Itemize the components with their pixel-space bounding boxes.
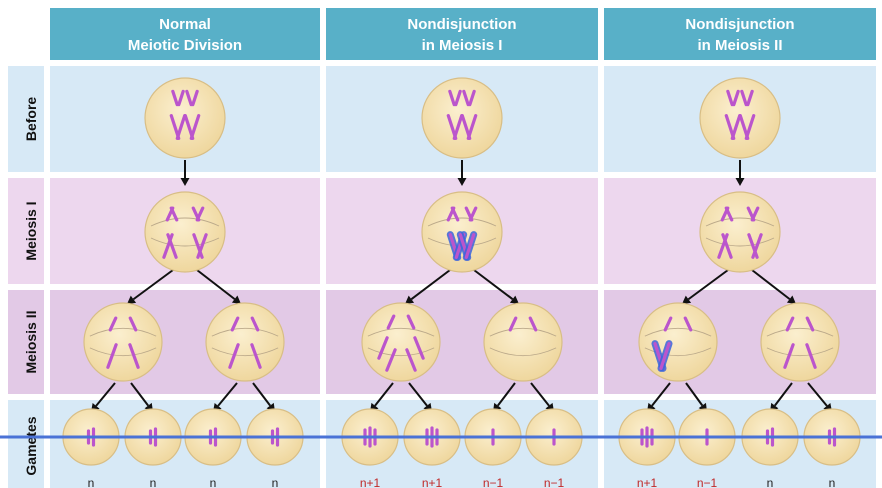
cell-meiosis-2: [638, 302, 718, 382]
ploidy-label: n: [829, 476, 836, 488]
cell-meiosis-2: [361, 302, 441, 382]
arrow: [127, 269, 174, 304]
row-label-gametes: Gametes: [23, 416, 39, 475]
ploidy-label: n: [272, 476, 279, 488]
arrow: [735, 160, 745, 186]
row-label-before: Before: [23, 97, 39, 142]
ploidy-labels-layer: n n n n n+1 n+1 n−1 n−1 n+1 n−1 n n: [88, 476, 836, 488]
cell-before: [421, 77, 503, 159]
ploidy-label: n−1: [697, 476, 718, 488]
cell-meiosis-2: [483, 302, 563, 382]
row-label-meiosis-1: Meiosis I: [23, 201, 39, 260]
cell-meiosis-2: [205, 302, 285, 382]
ploidy-label: n: [150, 476, 157, 488]
arrow: [682, 269, 729, 304]
column-title-line2: in Meiosis I: [422, 37, 503, 54]
column-header-meiosis-2: [604, 8, 876, 60]
cell-meiosis-1: [699, 191, 781, 273]
ploidy-label: n: [210, 476, 217, 488]
ploidy-label: n+1: [422, 476, 443, 488]
row-label-meiosis-2: Meiosis II: [23, 310, 39, 373]
cell-meiosis-1: [144, 191, 226, 273]
cell-meiosis-1: [421, 191, 503, 273]
ploidy-label: n: [88, 476, 95, 488]
cell-meiosis-2: [83, 302, 163, 382]
column-header-meiosis-1: [326, 8, 598, 60]
arrow: [457, 160, 467, 186]
column-title-line1: Nondisjunction: [407, 16, 516, 33]
cell-before: [699, 77, 781, 159]
ploidy-label: n: [767, 476, 774, 488]
ploidy-label: n+1: [360, 476, 381, 488]
column-header-normal: [50, 8, 320, 60]
cell-before: [144, 77, 226, 159]
arrow: [180, 160, 190, 186]
ploidy-label: n+1: [637, 476, 658, 488]
column-title-line1: Nondisjunction: [685, 16, 794, 33]
ploidy-label: n−1: [544, 476, 565, 488]
cell-meiosis-2: [760, 302, 840, 382]
column-title-line2: in Meiosis II: [697, 37, 782, 54]
arrow: [473, 269, 519, 304]
arrow: [405, 269, 451, 304]
column-title-line1: Normal: [159, 16, 211, 33]
column-title-line2: Meiotic Division: [128, 37, 242, 54]
ploidy-label: n−1: [483, 476, 504, 488]
arrow: [196, 269, 241, 304]
arrow: [751, 269, 796, 304]
